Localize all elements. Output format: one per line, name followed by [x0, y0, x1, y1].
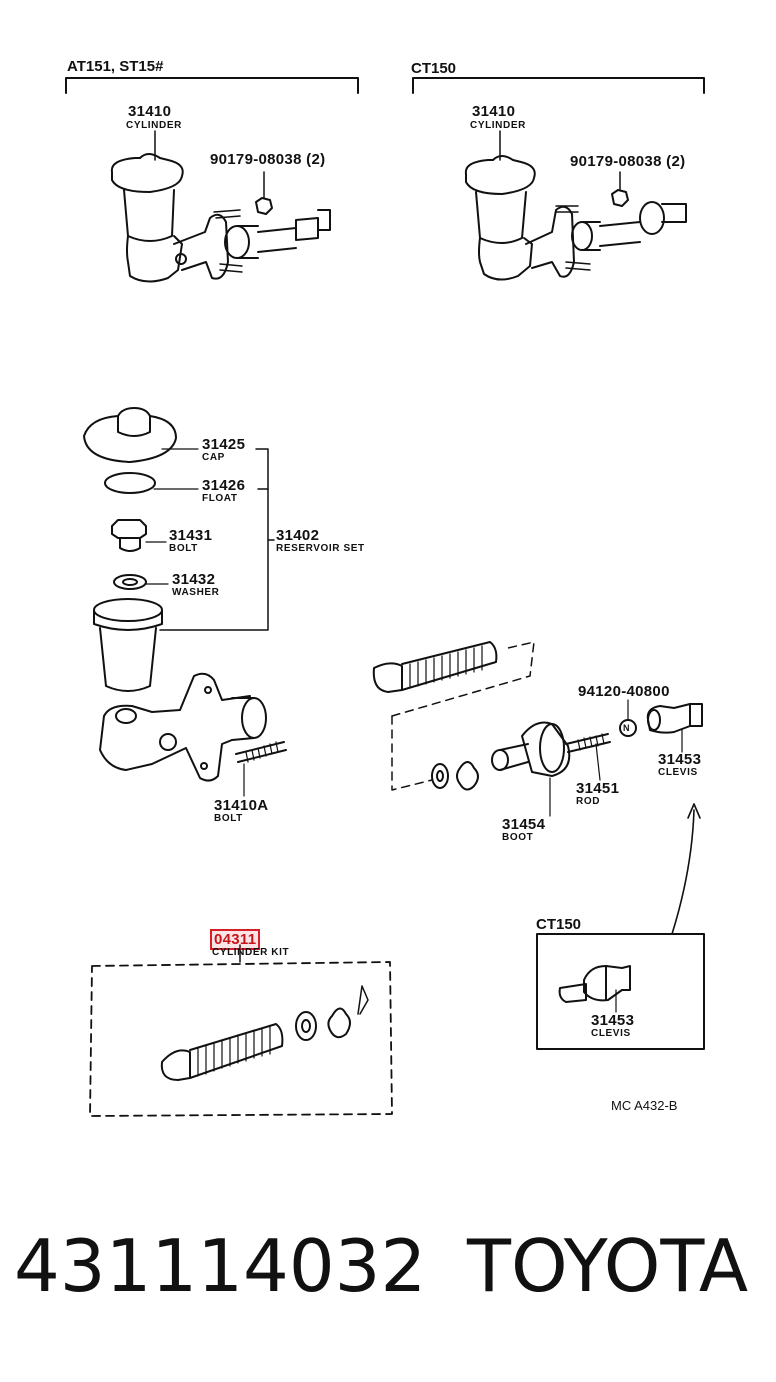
inset-drawing	[536, 803, 705, 1050]
rod-number[interactable]: 31451	[576, 780, 620, 797]
right-cylinder-assembly	[464, 130, 687, 281]
clevis-name: CLEVIS	[658, 767, 698, 778]
right-section-header: CT150	[411, 60, 457, 77]
nut-right-number[interactable]: 90179-08038 (2)	[570, 153, 686, 170]
bolt-name: BOLT	[169, 543, 198, 554]
left-bracket	[65, 77, 359, 94]
float-name: FLOAT	[202, 493, 238, 504]
left-cylinder-assembly	[110, 130, 331, 283]
bolt-number[interactable]: 31431	[169, 527, 213, 544]
reservoir-set-number[interactable]: 31402	[276, 527, 320, 544]
cylinder-right-name: CYLINDER	[470, 120, 526, 131]
inset-header: CT150	[536, 916, 582, 933]
float-number[interactable]: 31426	[202, 477, 246, 494]
reservoir-exploded	[83, 407, 287, 797]
diagram-code: MC A432-B	[611, 1098, 678, 1113]
cap-name: CAP	[202, 452, 225, 463]
clevis-number[interactable]: 31453	[658, 751, 702, 768]
cylinder-kit-drawing	[89, 944, 393, 1117]
cap-number[interactable]: 31425	[202, 436, 246, 453]
washer-number[interactable]: 31432	[172, 571, 216, 588]
cylinder-left-number[interactable]: 31410	[128, 103, 172, 120]
cylinder-kit-name: CYLINDER KIT	[212, 947, 290, 958]
rod-boot-exploded	[372, 641, 703, 817]
nut-n-symbol: N	[623, 723, 631, 733]
left-section-header: AT151, ST15#	[67, 58, 164, 75]
cylinder-right-number[interactable]: 31410	[472, 103, 516, 120]
boot-number[interactable]: 31454	[502, 816, 546, 833]
inset-clevis-number[interactable]: 31453	[591, 1012, 635, 1029]
nut-n-number[interactable]: 94120-40800	[578, 683, 670, 700]
part-number-caption: 431114032	[14, 1224, 427, 1308]
inset-clevis-name: CLEVIS	[591, 1028, 631, 1039]
stud-bolt-number[interactable]: 31410A	[214, 797, 269, 814]
cylinder-left-name: CYLINDER	[126, 120, 182, 131]
nut-left-number[interactable]: 90179-08038 (2)	[210, 151, 326, 168]
reservoir-set-name: RESERVOIR SET	[276, 543, 365, 554]
boot-name: BOOT	[502, 832, 534, 843]
right-bracket	[412, 77, 705, 94]
rod-name: ROD	[576, 796, 601, 807]
stud-bolt-name: BOLT	[214, 813, 243, 824]
cylinder-kit-number[interactable]: 04311	[210, 929, 261, 950]
brand-caption: TOYOTA	[467, 1224, 749, 1308]
washer-name: WASHER	[172, 587, 220, 598]
